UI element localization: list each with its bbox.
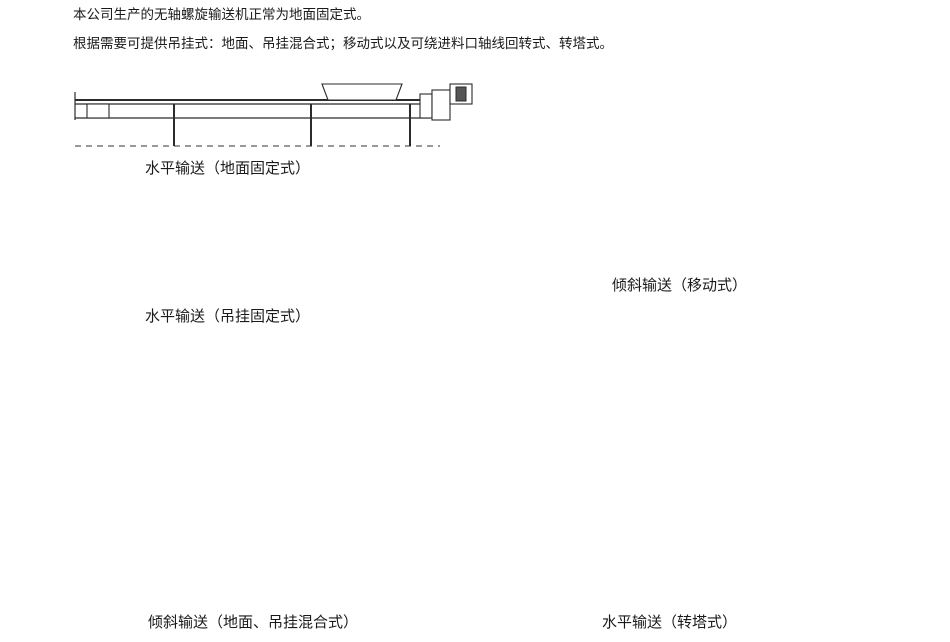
caption-horizontal-turret: 水平输送（转塔式） <box>602 613 738 631</box>
caption-horizontal-ground: 水平输送（地面固定式） <box>145 159 311 177</box>
caption-horizontal-hanging: 水平输送（吊挂固定式） <box>145 307 311 325</box>
intro-line-2: 根据需要可提供吊挂式：地面、吊挂混合式；移动式以及可绕进料口轴线回转式、转塔式。 <box>73 36 613 52</box>
caption-incline-mixed: 倾斜输送（地面、吊挂混合式） <box>148 613 359 631</box>
intro-line-1: 本公司生产的无轴螺旋输送机正常为地面固定式。 <box>73 7 370 23</box>
drawing-horizontal-ground <box>74 83 473 147</box>
caption-incline-mobile: 倾斜输送（移动式） <box>612 276 748 294</box>
